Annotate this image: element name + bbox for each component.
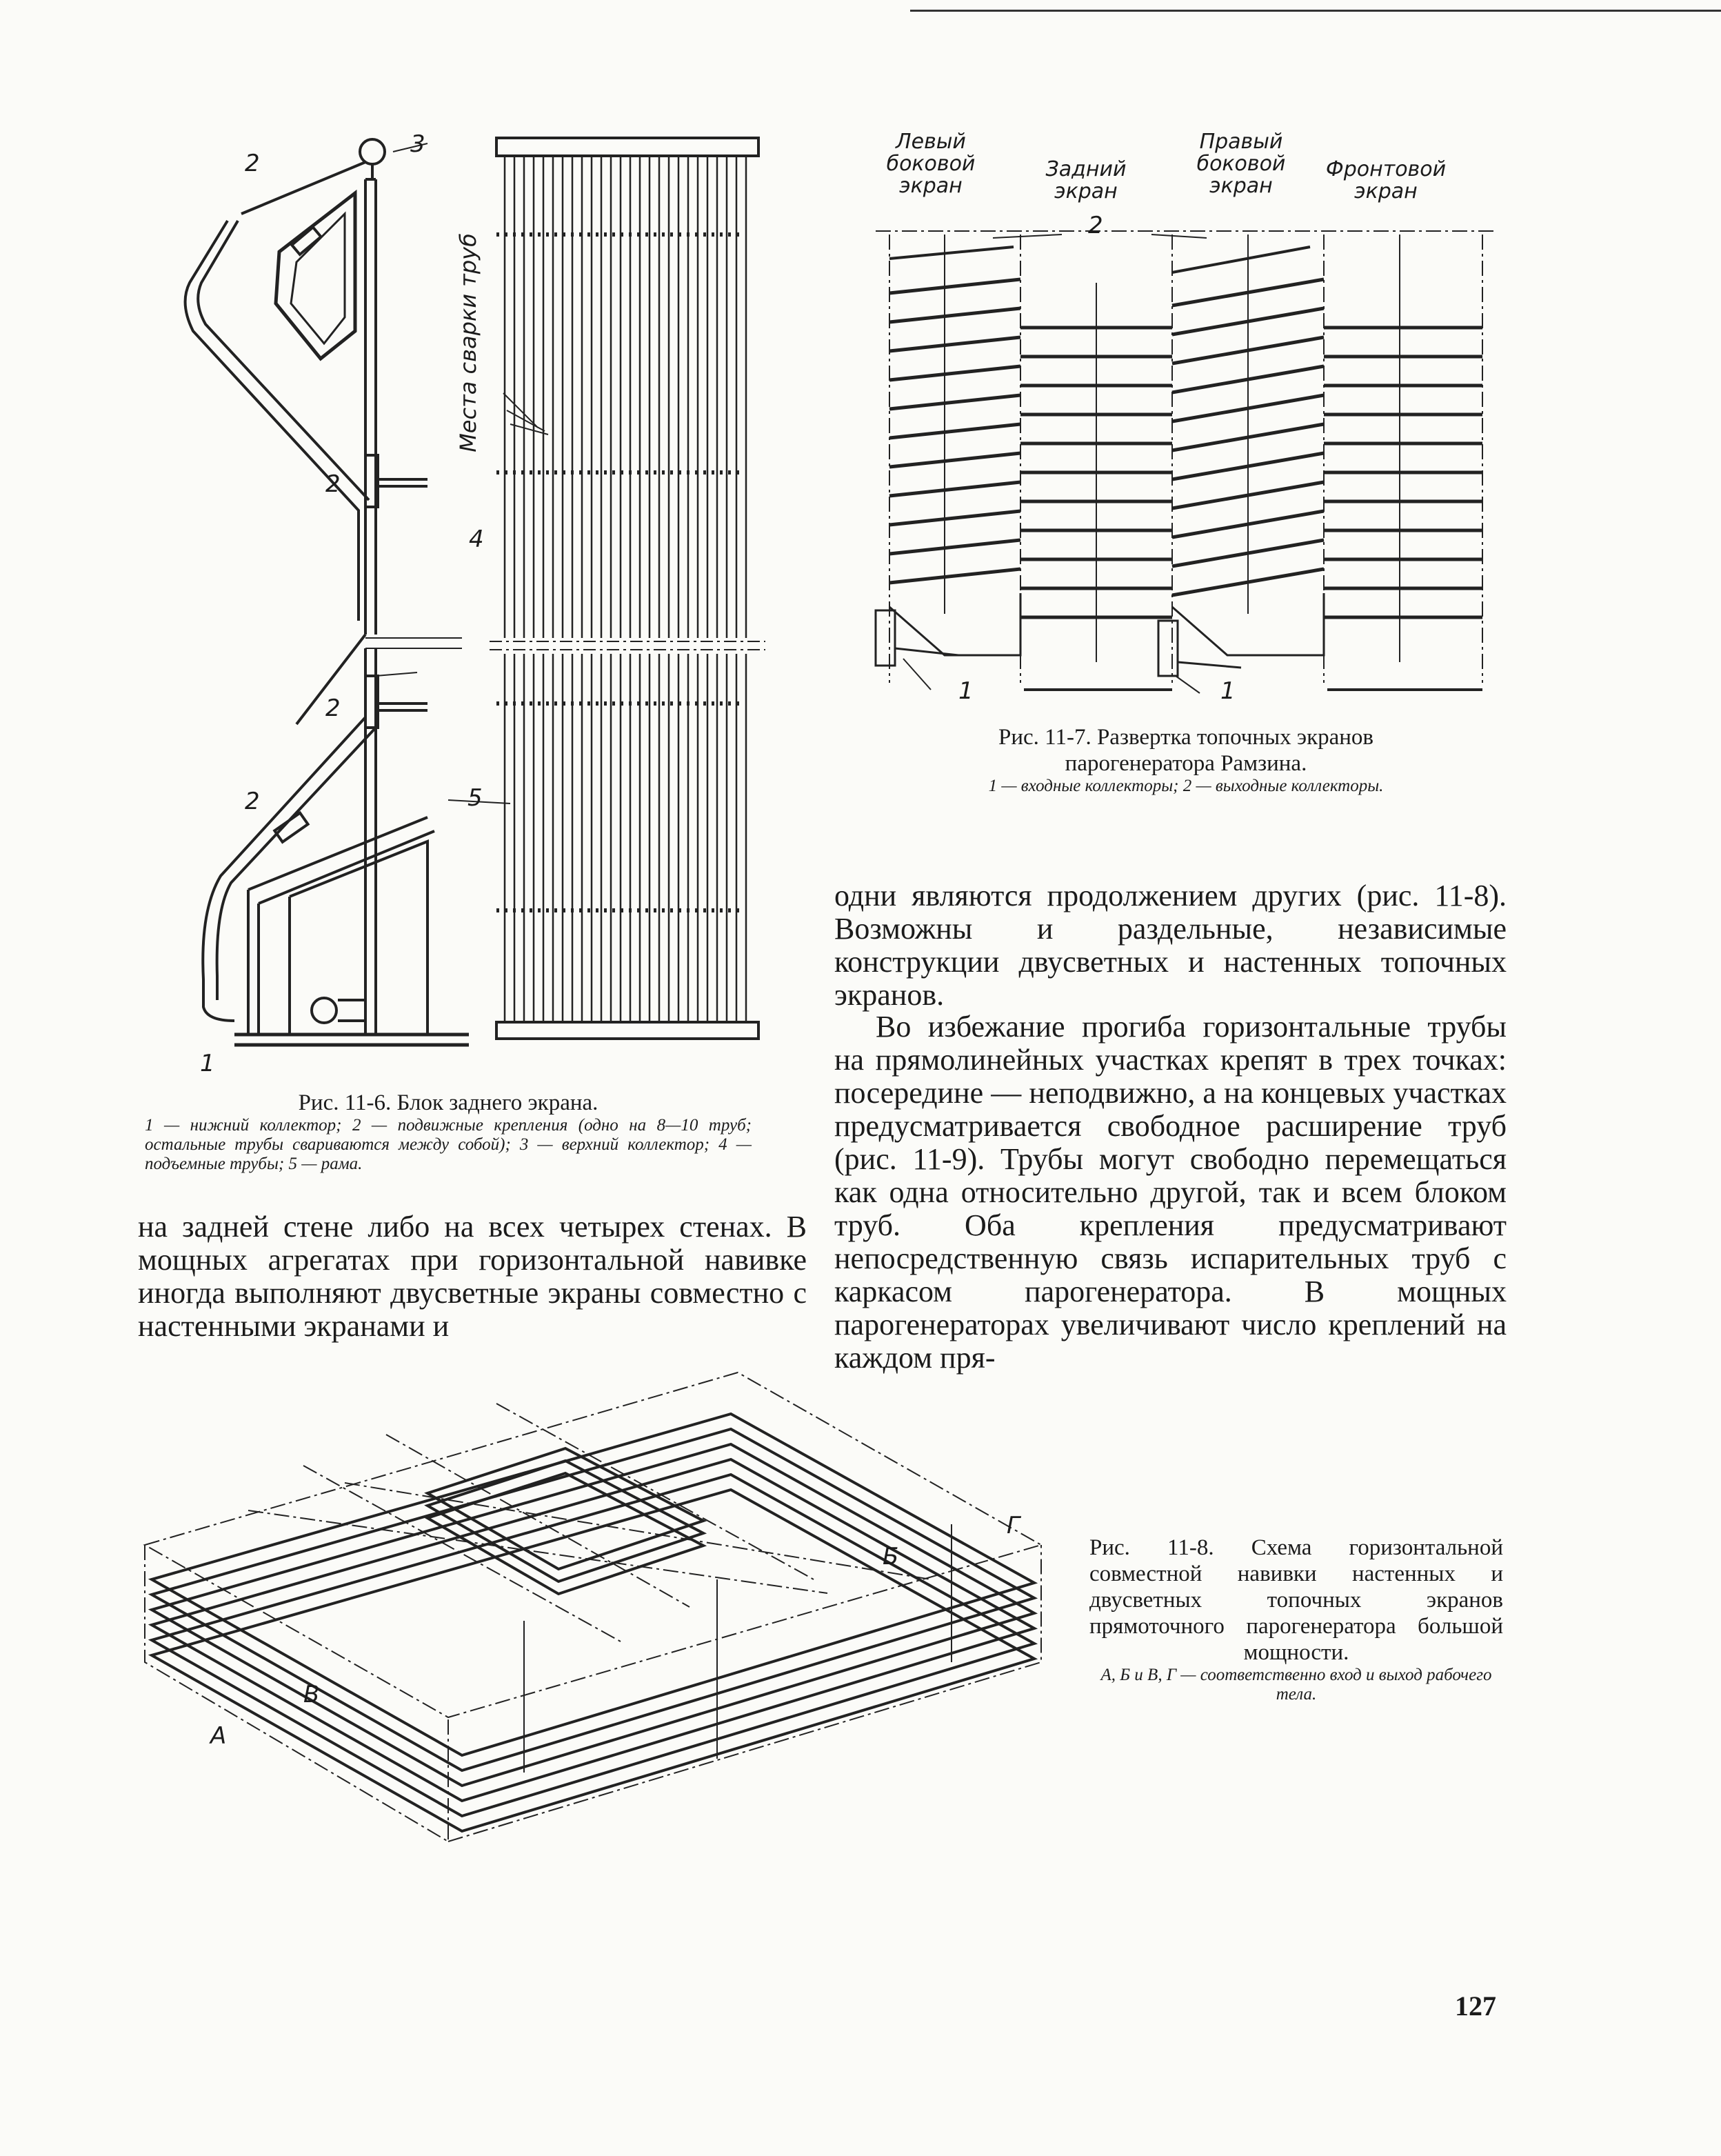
figure-11-7: Левый боковой экран Задний экран Правый … (876, 124, 1496, 828)
fig-11-7-header-rear: Задний экран (1045, 157, 1127, 203)
fig-11-8-label-A: А (210, 1722, 227, 1750)
fig-11-6-label-2-bottom: 2 (245, 788, 260, 815)
fig-11-6-weld-label: Места сварки труб (454, 233, 481, 452)
fig-11-6-label-2-mid: 2 (325, 470, 341, 498)
fig-11-6-label-2-low: 2 (325, 695, 341, 722)
figure-11-6: 3 2 2 2 2 4 5 1 Места сварки труб Рис. 1… (138, 124, 772, 1173)
text-right-column-p2: Во избежание прогиба горизонтальные труб… (834, 1010, 1507, 1375)
fig-11-7-header-front: Фронтовой экран (1325, 157, 1447, 203)
fig-11-7-legend: 1 — входные коллекторы; 2 — выходные кол… (988, 777, 1384, 795)
fig-11-6-label-1: 1 (200, 1050, 215, 1077)
fig-11-8-label-G: Г (1007, 1512, 1020, 1539)
fig-11-6-label-2-top: 2 (245, 150, 260, 177)
fig-11-8-legend: А, Б и В, Г — соответственно вход и выхо… (1100, 1666, 1492, 1704)
fig-11-6-caption: Рис. 11-6. Блок заднего экрана. (298, 1090, 598, 1115)
fig-11-7-caption: Рис. 11-7. Развертка топочных экранов па… (998, 725, 1373, 776)
fig-11-6-label-4: 4 (469, 526, 484, 553)
fig-11-6-label-5: 5 (467, 784, 483, 812)
text-left-column: на задней стене либо на всех четырех сте… (138, 1210, 807, 1343)
fig-11-7-label-1-right: 1 (1220, 677, 1236, 705)
fig-11-7-label-2: 2 (1088, 212, 1103, 239)
text-right-column-p1: одни являются продолжением других (рис. … (834, 879, 1507, 1012)
fig-11-7-label-1-left: 1 (958, 677, 974, 705)
fig-11-6-caption-block: Рис. 11-6. Блок заднего экрана. 1 — нижн… (138, 1090, 758, 1174)
fig-11-6-side-view (138, 124, 462, 1090)
fig-11-7-drawing (876, 207, 1496, 800)
page-number: 127 (1455, 1990, 1496, 2022)
fig-11-7-header-right: Правый боковой экран (1196, 130, 1286, 198)
fig-11-6-label-3: 3 (410, 130, 425, 158)
fig-11-8-caption-block: Рис. 11-8. Схема горизонтальной совместн… (1089, 1535, 1503, 1704)
fig-11-8-drawing (138, 1373, 1048, 1897)
fig-11-7-header-left: Левый боковой экран (886, 130, 976, 198)
top-rule (910, 10, 1721, 12)
fig-11-6-tube-panel (496, 138, 772, 1048)
fig-11-7-caption-block: Рис. 11-7. Развертка топочных экранов па… (876, 724, 1496, 796)
fig-11-8-label-V: В (303, 1681, 320, 1708)
fig-11-8-label-B: Б (883, 1543, 899, 1570)
fig-11-6-legend: 1 — нижний коллектор; 2 — подвижные креп… (145, 1116, 752, 1173)
fig-11-8-caption: Рис. 11-8. Схема горизонтальной совместн… (1089, 1535, 1503, 1665)
